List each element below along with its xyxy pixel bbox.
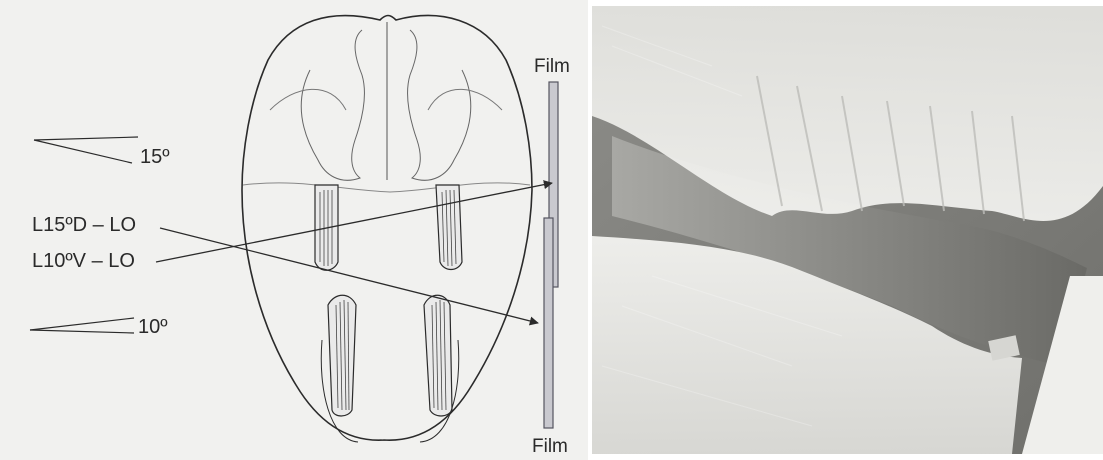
upper-right-cheek-teeth bbox=[436, 185, 462, 270]
lower-left-cheek-teeth bbox=[321, 295, 358, 442]
radiograph-svg bbox=[592, 6, 1103, 454]
film-top-label: Film bbox=[534, 56, 570, 77]
right-sinus-contour bbox=[408, 30, 471, 180]
left-sinus-contour bbox=[301, 30, 364, 180]
projection-diagram: 15º 10º L15ºD – LO L10ºV – LO Film Film bbox=[0, 0, 588, 460]
projection-dorsal-label: L15ºD – LO bbox=[32, 214, 136, 236]
dental-radiograph-image bbox=[592, 6, 1103, 454]
film-bottom-label: Film bbox=[532, 436, 568, 457]
angle-bottom-label: 10º bbox=[138, 316, 168, 338]
angle-10-symbol bbox=[30, 318, 134, 333]
ventral-projection-arrow bbox=[156, 183, 552, 262]
film-bottom bbox=[544, 218, 553, 428]
diagram-svg: 15º 10º L15ºD – LO L10ºV – LO Film Film bbox=[0, 0, 588, 460]
angle-15-symbol bbox=[34, 137, 138, 163]
lower-right-cheek-teeth bbox=[420, 295, 459, 442]
zygomatic-line bbox=[243, 183, 530, 192]
right-orbit-contour bbox=[428, 89, 502, 110]
projection-ventral-label: L10ºV – LO bbox=[32, 250, 135, 272]
angle-top-label: 15º bbox=[140, 146, 170, 168]
left-orbit-contour bbox=[270, 89, 346, 110]
